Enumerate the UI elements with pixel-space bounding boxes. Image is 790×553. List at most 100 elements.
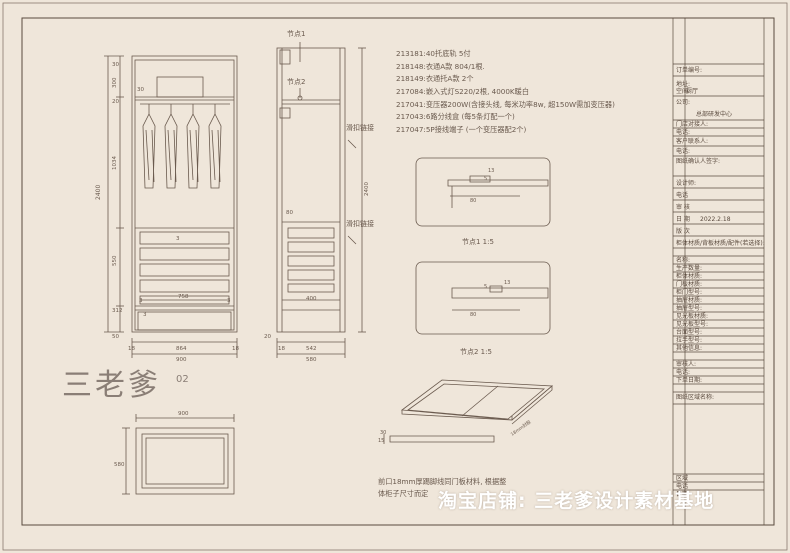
note-line: 217084:嵌入式灯S220/2根, 4000K暖白	[396, 87, 529, 96]
tb-bottom-row: 区域	[676, 474, 688, 482]
dim: 30	[380, 430, 386, 436]
detail-2	[415, 261, 551, 335]
tb-phone1: 电话:	[676, 128, 690, 136]
dim: 2400	[364, 182, 370, 196]
dim: 50	[112, 334, 119, 340]
dim: 80	[470, 198, 476, 204]
detail-title-2: 节点2 1:5	[460, 348, 492, 356]
tb-row: 名称:	[676, 256, 690, 264]
tb-date-value: 2022.2.18	[700, 216, 731, 223]
dim: 13	[488, 168, 494, 174]
plan-view	[122, 414, 235, 495]
dim: 580	[114, 462, 125, 468]
tb-row: 柜体材质:	[676, 272, 702, 280]
tb-row: 电话:	[676, 368, 690, 376]
tb-customer-confirm: 图纸确认人签字:	[676, 157, 720, 165]
title-block: 订单编号: 地址: 空间: 厨厅 公司: 总部研发中心 门店对接人: 电话: 客…	[676, 66, 765, 498]
page-number: 02	[176, 374, 189, 385]
tb-materials-header: 柜体材质/背板材质/配件(若选择):	[676, 239, 765, 247]
side-elevation	[276, 42, 366, 358]
dim: 3	[176, 236, 180, 242]
dim: 550	[112, 255, 118, 266]
tb-row: 门板材质:	[676, 280, 702, 288]
notes-list: 213181:40托底轨 5付 218148:衣通A款 804/1根. 2181…	[396, 49, 615, 134]
dim: 18	[232, 346, 239, 352]
dim: 18	[278, 346, 285, 352]
dim: 900	[176, 357, 187, 363]
tb-row: 下单日期:	[676, 376, 702, 384]
front-elevation	[104, 55, 238, 358]
tray-isometric	[383, 379, 554, 444]
tb-bottom-row: 电话	[676, 482, 688, 490]
detail-title-1: 节点1 1:5	[462, 238, 494, 246]
dim: 1034	[112, 156, 118, 170]
dim: 20	[264, 334, 271, 340]
tb-room-label: 空间:	[676, 87, 690, 95]
node-label-2: 节点2	[287, 78, 305, 86]
dim: 30	[137, 87, 144, 93]
note-line: 218149:衣通托A款 2个	[396, 74, 474, 83]
note-line: 218148:衣通A款 804/1根.	[396, 62, 485, 71]
detail-1	[415, 157, 551, 227]
tb-bottom-row: 日期	[676, 490, 688, 498]
tb-company-value: 总部研发中心	[696, 110, 732, 118]
tb-row: 抽屉型号:	[676, 304, 702, 312]
tb-row: 拉手型号:	[676, 336, 702, 344]
dim: 580	[306, 357, 317, 363]
note-line: 217041:变压器200W(含接头线, 每米功率8w, 超150W需加变压器)	[396, 100, 615, 109]
dim: 400	[306, 296, 317, 302]
tb-sales-contact: 客户联系人:	[676, 137, 708, 145]
tb-row: 见光板型号:	[676, 320, 708, 328]
tb-row: 审核人:	[676, 360, 696, 368]
slide-label-1: 滑扣链接	[346, 123, 374, 132]
brand-watermark: 三老爹	[62, 368, 161, 403]
dim: 900	[178, 411, 189, 417]
note-line: 217043:6路分线盒 (每5条灯配一个)	[396, 112, 515, 121]
tb-row: 图纸区域名称:	[676, 393, 714, 401]
tb-row: 抽屉材质:	[676, 296, 702, 304]
dim: 5	[484, 176, 487, 182]
tb-phone3: 电话	[676, 191, 688, 199]
dim: 864	[176, 346, 187, 352]
dim: 13	[504, 280, 510, 286]
dim: 15	[378, 438, 384, 444]
tb-version: 版 次	[676, 227, 690, 235]
dim: 542	[306, 346, 317, 352]
dim: 758	[178, 294, 189, 300]
shop-watermark: 淘宝店铺: 三老爹设计素材基地	[438, 490, 715, 512]
dim: 30	[112, 62, 119, 68]
tb-row: 柜门型号:	[676, 288, 702, 296]
tb-date-label: 日 期	[676, 215, 690, 223]
tb-designer: 设计师:	[676, 179, 696, 187]
dim: 3	[227, 298, 231, 304]
tb-row: 其他信息:	[676, 344, 702, 352]
dim: 3	[139, 298, 143, 304]
node-label-1: 节点1	[287, 30, 305, 38]
cabinet-outline	[131, 55, 238, 333]
tb-reviewer: 审 核	[676, 203, 690, 211]
title-block-frame	[672, 17, 765, 526]
note-line: 217047:5P接线端子 (一个变压器配2个)	[396, 125, 526, 134]
tb-row: 见光板材质:	[676, 312, 708, 320]
tb-store-contact: 门店对接人:	[676, 120, 708, 128]
dim: 3	[143, 312, 147, 318]
dim: 20	[112, 99, 119, 105]
tb-order: 订单编号:	[676, 66, 702, 74]
dim: 18mm封胶	[509, 418, 533, 437]
tb-address: 地址:	[676, 80, 690, 88]
tb-row: 台面型号:	[676, 328, 702, 336]
hanger-group	[142, 104, 222, 189]
tb-company-label: 公司:	[676, 99, 690, 106]
dim: 18	[128, 346, 135, 352]
tail-note-1: 前口18mm厚踢脚线同门板材料, 根据整	[378, 477, 506, 486]
note-line: 213181:40托底轨 5付	[396, 49, 471, 58]
dim-overall-height: 2400	[95, 185, 102, 200]
inner-border	[21, 17, 775, 526]
dim: 80	[286, 210, 293, 216]
slide-label-2: 滑扣链接	[346, 219, 374, 228]
tb-room-value: 厨厅	[686, 88, 698, 95]
tail-note-2: 体柜子尺寸而定	[378, 489, 428, 498]
dim: 80	[470, 312, 476, 318]
